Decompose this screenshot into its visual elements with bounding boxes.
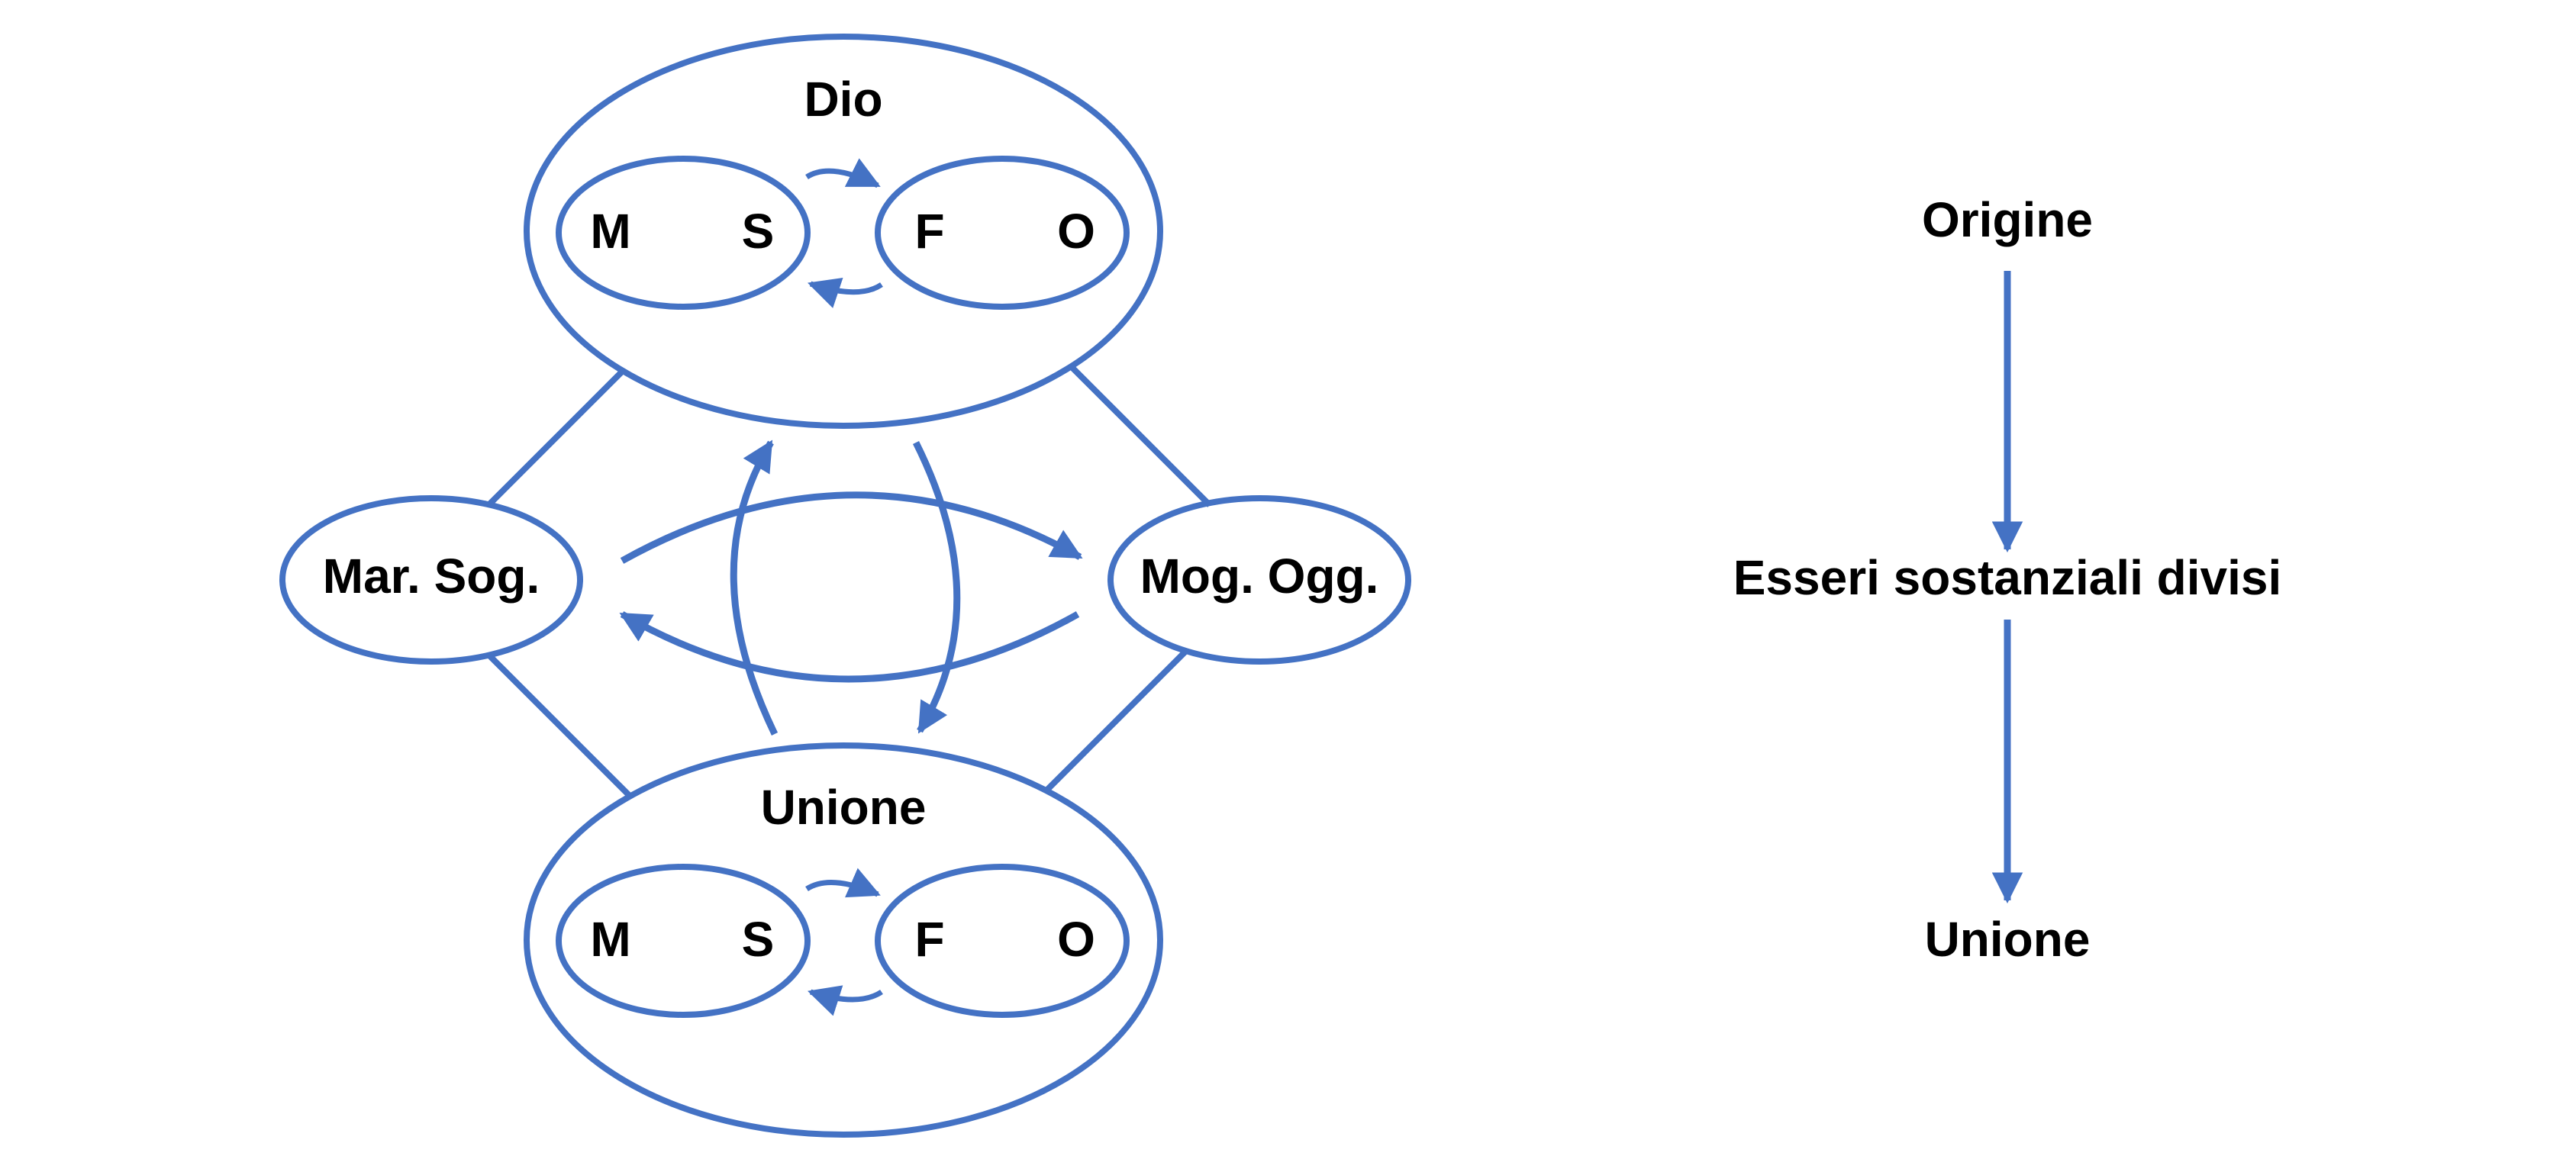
flow-step-divided-beings: Esseri sostanziali divisi: [1733, 550, 2282, 605]
flow-step-union: Unione: [1925, 912, 2091, 967]
top-left-pair-ellipse: [556, 156, 811, 310]
bottom-left-pair-left-label: M: [590, 912, 630, 967]
top-forward-small-arrow: [805, 158, 881, 188]
connector-lines: [486, 364, 1212, 798]
bottom-right-pair-ellipse: [875, 864, 1130, 1018]
arrow-top-to-bottom: [912, 440, 961, 734]
connector-bottom-right: [1043, 648, 1189, 794]
bottom-forward-small-arrow: [805, 868, 881, 898]
connector-top-left: [486, 369, 624, 507]
bottom-group-title: Unione: [761, 780, 927, 835]
top-group-title: Dio: [804, 72, 882, 127]
top-left-pair-right-label: S: [742, 204, 775, 259]
connector-bottom-left: [486, 652, 632, 798]
flow-step-origin: Origine: [1922, 192, 2093, 247]
bottom-right-pair-left-label: F: [914, 912, 944, 967]
arrow-bottom-to-top: [730, 440, 779, 736]
bottom-right-pair-right-label: O: [1057, 912, 1095, 967]
top-group: Dio M S F O: [524, 34, 1163, 429]
central-cycle-arrows: [619, 440, 1083, 736]
arrow-left-to-right: [620, 491, 1083, 564]
bottom-backward-small-arrow: [807, 985, 883, 1016]
arrow-right-to-left: [619, 611, 1080, 683]
top-left-pair-left-label: M: [590, 204, 630, 259]
left-node-ellipse: [279, 495, 583, 665]
top-group-outer-ellipse: [524, 34, 1163, 429]
bottom-left-pair-ellipse: [556, 864, 811, 1018]
bottom-group-outer-ellipse: [524, 742, 1163, 1138]
top-right-pair-left-label: F: [914, 204, 944, 259]
connector-top-right: [1069, 364, 1212, 507]
left-node-label: Mar. Sog.: [323, 549, 540, 604]
right-node-ellipse: [1107, 495, 1411, 665]
right-node: Mog. Ogg.: [1107, 495, 1411, 665]
top-right-pair-right-label: O: [1057, 204, 1095, 259]
bottom-left-pair-right-label: S: [742, 912, 775, 967]
flow-column: Origine Esseri sostanziali divisi Unione: [1733, 192, 2282, 967]
right-node-label: Mog. Ogg.: [1140, 549, 1379, 604]
left-node: Mar. Sog.: [279, 495, 583, 665]
bottom-group: Unione M S F O: [524, 742, 1163, 1138]
top-backward-small-arrow: [808, 278, 883, 308]
top-right-pair-ellipse: [875, 156, 1130, 310]
